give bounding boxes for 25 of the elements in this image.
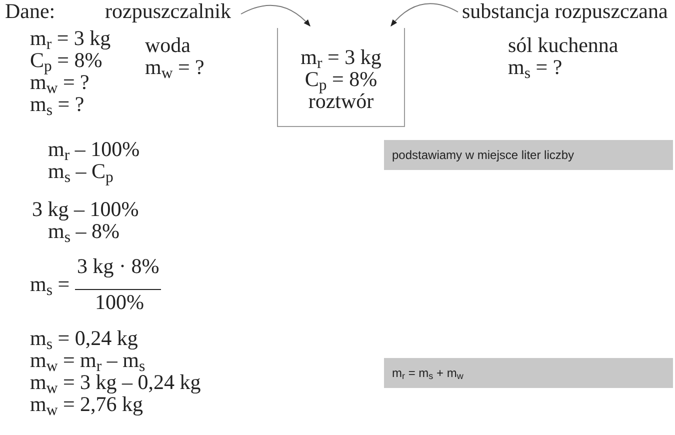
equation-text: m$_{r}$ – 100% — [48, 138, 140, 160]
equation-text: m$_{s}$ – 8% — [48, 220, 120, 242]
equation-text: m$_{s}$ = 0,24 kg — [30, 327, 138, 349]
equation-text: m$_{s}$ = ? — [508, 56, 562, 78]
equation-text: 100% — [95, 291, 144, 313]
equation-text: woda — [145, 34, 190, 56]
note-bar: podstawiamy w miejsce liter liczby — [384, 140, 673, 170]
equation-text: m$_{s}$ = — [30, 273, 70, 295]
equation-text: m$_{r}$ = 3 kg — [30, 27, 111, 49]
equation-text: m$_{s}$ = ? — [30, 93, 84, 115]
equation-text: sól kuchenna — [508, 34, 618, 56]
equation-text: Dane: — [5, 0, 56, 22]
equation-text: m$_{w}$ = ? — [145, 56, 204, 78]
term-label: rozpuszczalnik — [105, 0, 237, 22]
equation-text: 3 kg – 100% — [32, 198, 139, 220]
equation-text: m$_{w}$ = 3 kg – 0,24 kg — [30, 371, 201, 393]
box-text: m$_{r}$ = 3 kg — [300, 46, 382, 68]
equation-text: m$_{w}$ = 2,76 kg — [30, 393, 144, 415]
curved-arrow — [390, 3, 458, 27]
equation-text: 3 kg · 8% — [77, 255, 160, 277]
equation-text: m$_{w}$ = m$_{r}$ – m$_{s}$ — [30, 349, 146, 371]
solution-box — [277, 28, 405, 127]
term-label: substancja rozpuszczana — [462, 0, 674, 22]
curved-arrow — [240, 4, 310, 26]
note-bar: m$_{r}$ = m$_{s}$ + m$_{w}$ — [384, 358, 673, 388]
